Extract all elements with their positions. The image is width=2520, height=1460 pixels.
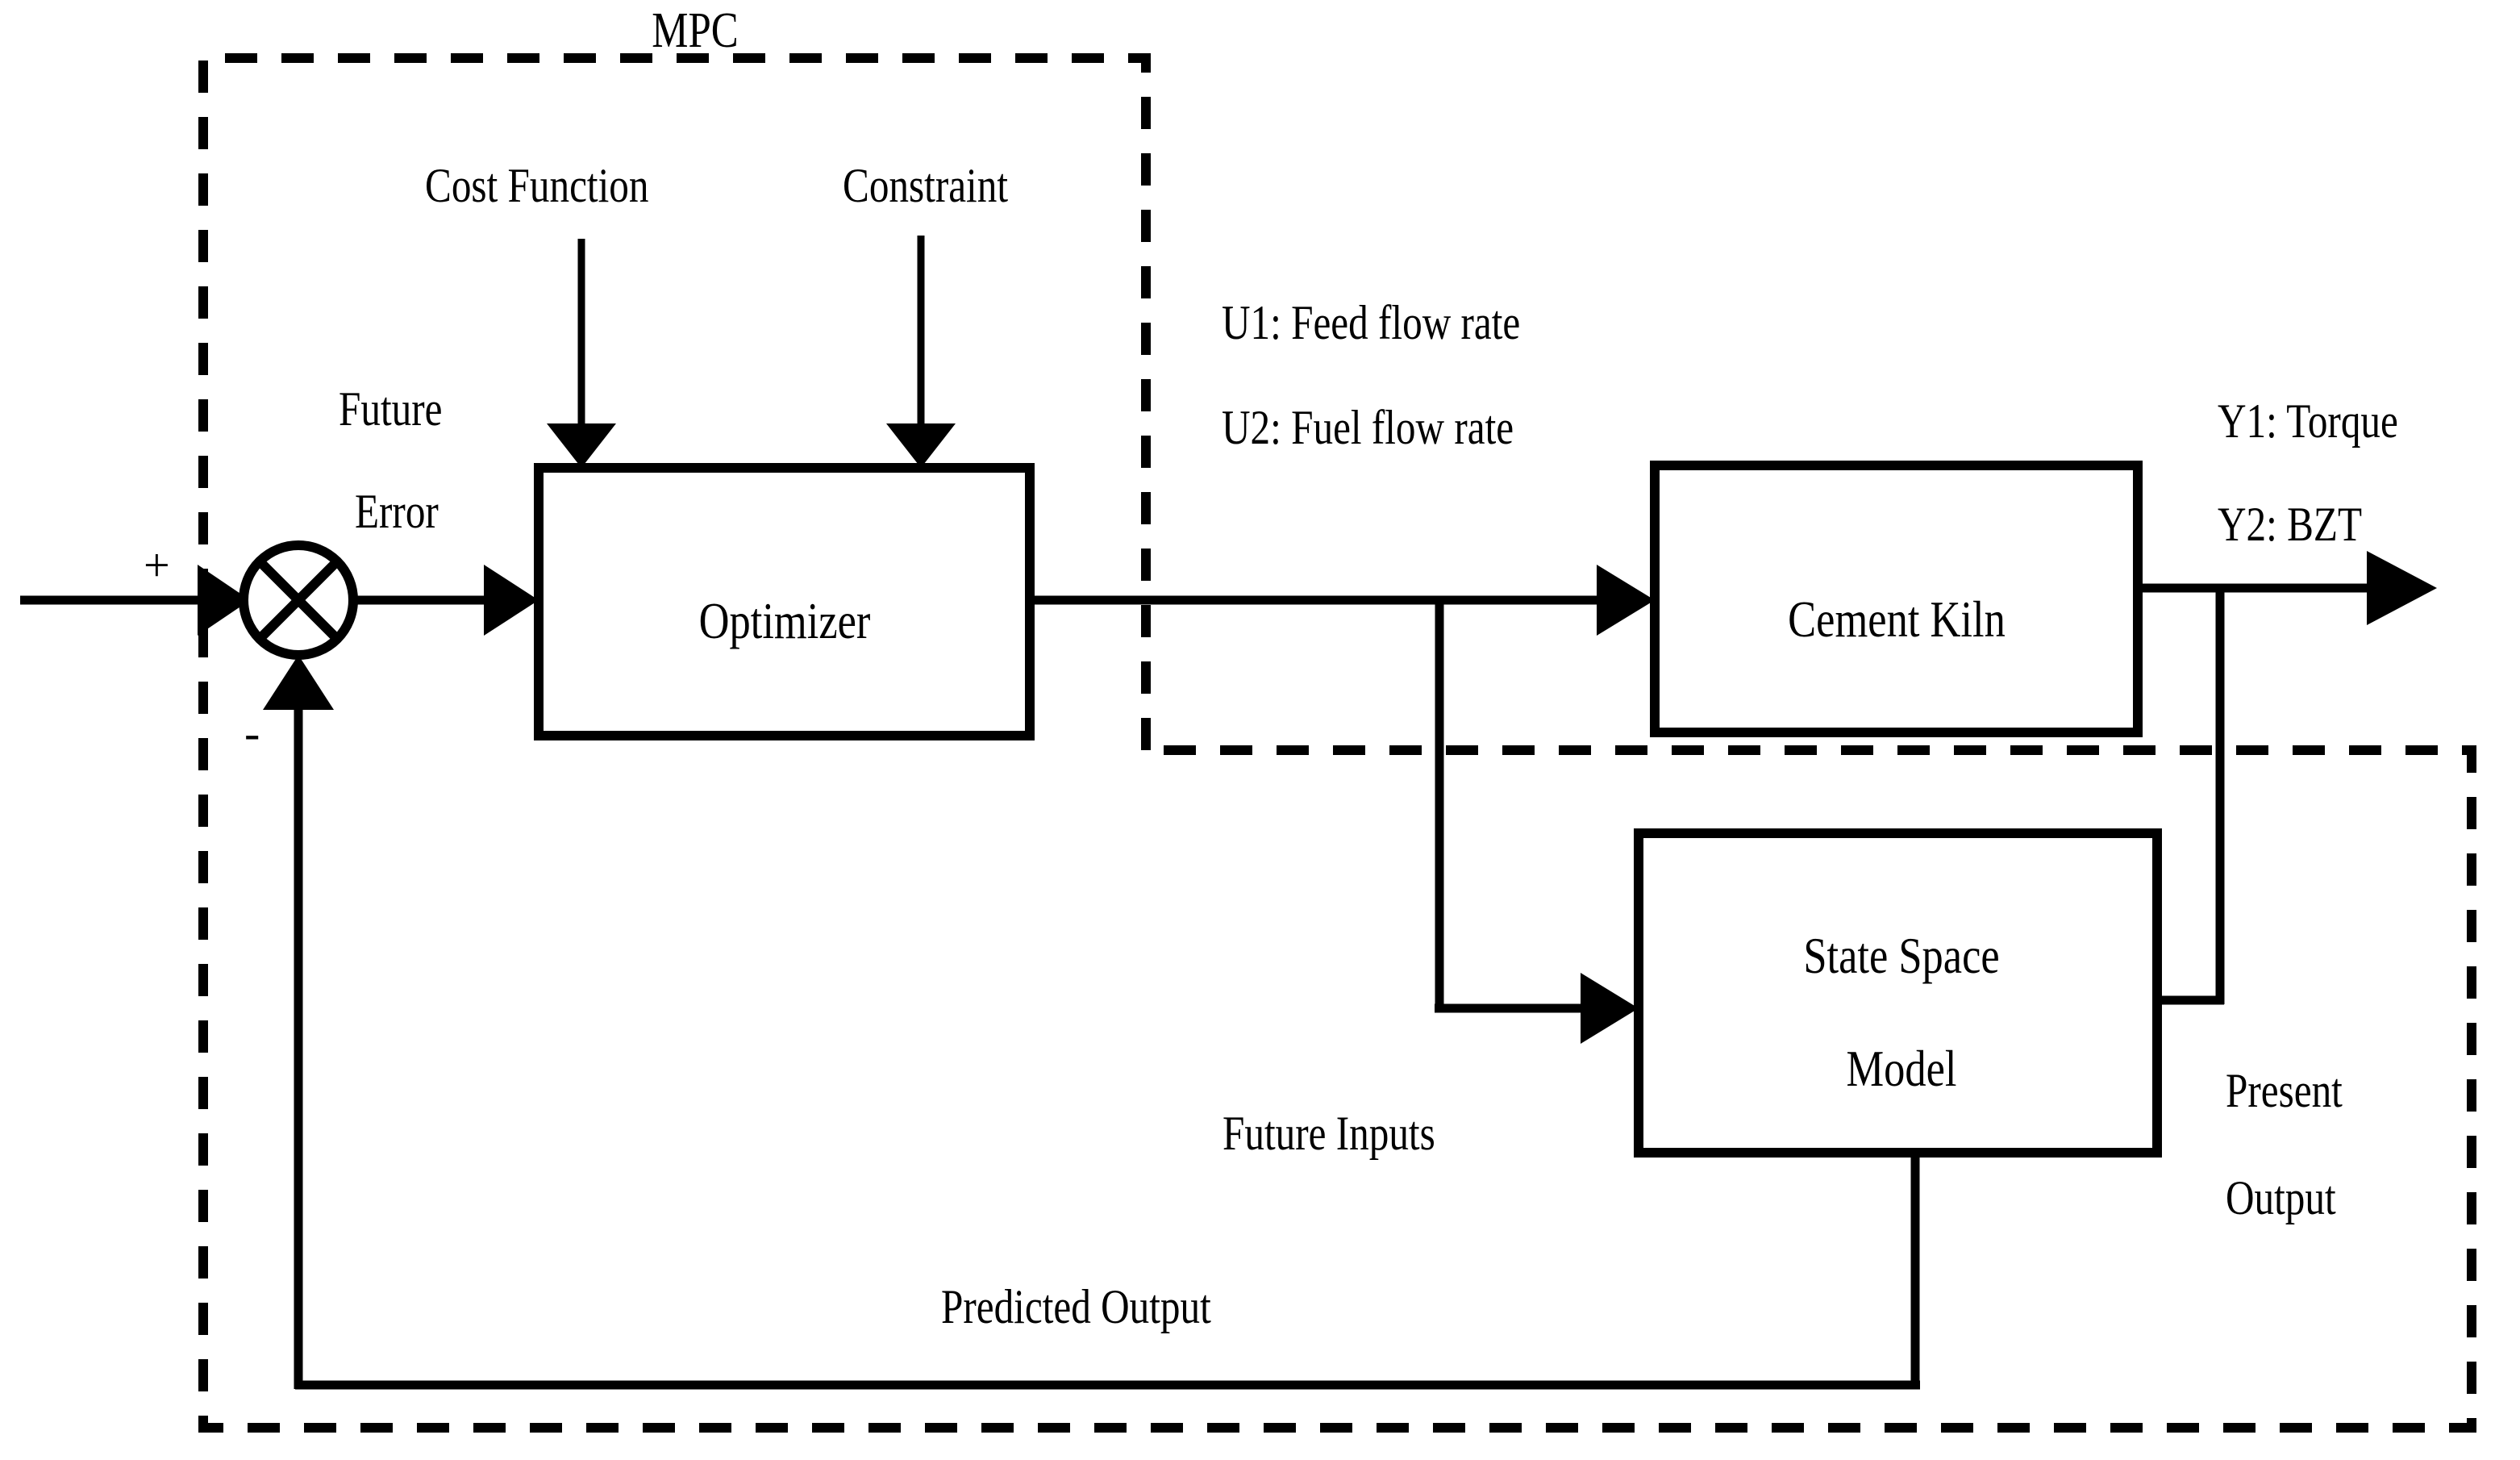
state-space-model-label-line1: State Space: [1803, 927, 2000, 984]
summing-junction-plus-sign: +: [144, 539, 170, 591]
constraint-label: Constraint: [843, 159, 1008, 212]
cement-kiln-block: [1650, 461, 2143, 737]
state-space-model-block: [1634, 828, 2162, 1158]
y1-torque-label: Y1: Torque: [2218, 394, 2398, 448]
mpc-dashed-boundary: [198, 53, 2476, 1433]
predicted-output-label: Predicted Output: [941, 1280, 1211, 1333]
cement-kiln-block-label: Cement Kiln: [1788, 590, 2006, 648]
cost-function-arrowhead: [547, 423, 616, 468]
constraint-arrowhead: [886, 423, 956, 468]
cement-kiln-input-arrowhead: [1597, 565, 1655, 636]
optimizer-block-label: Optimizer: [698, 592, 871, 649]
state-space-model-label-line2: Model: [1846, 1040, 1957, 1097]
y2-bzt-label: Y2: BZT: [2218, 498, 2363, 551]
reference-input-arrowhead: [198, 565, 250, 636]
state-space-input-arrowhead: [1581, 973, 1639, 1044]
u1-feed-flow-rate-label: U1: Feed flow rate: [1222, 296, 1521, 349]
future-inputs-label: Future Inputs: [1223, 1107, 1435, 1160]
cost-function-label: Cost Function: [425, 159, 649, 212]
predicted-output-arrowhead: [263, 655, 334, 710]
present-output-label-line2: Output: [2226, 1171, 2336, 1224]
mpc-boundary-title: MPC: [652, 3, 739, 58]
future-signal-label: Future: [339, 382, 443, 436]
present-output-label-line1: Present: [2226, 1064, 2343, 1117]
error-signal-label: Error: [355, 485, 439, 538]
error-arrowhead: [484, 565, 539, 636]
summing-junction-minus-sign: -: [244, 707, 260, 759]
plant-output-arrowhead: [2367, 551, 2437, 625]
u2-fuel-flow-rate-label: U2: Fuel flow rate: [1222, 401, 1514, 454]
summing-junction-cross-2: [256, 557, 341, 643]
